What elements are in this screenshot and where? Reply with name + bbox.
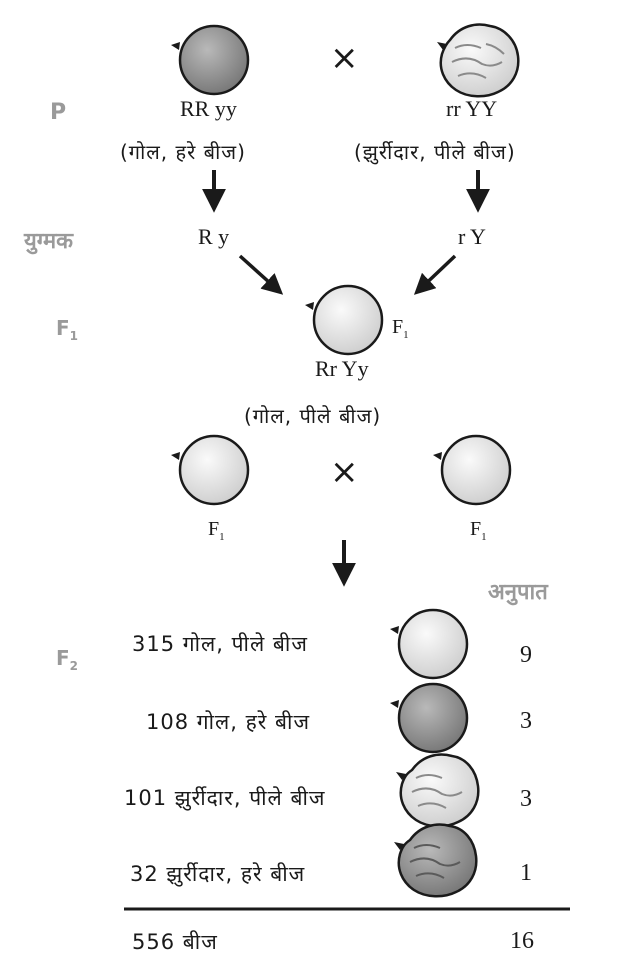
seed-round-yellow-f2	[390, 608, 469, 680]
arrow-gamete-right-diagonal	[413, 254, 457, 295]
f2-row-ratio: 9	[520, 642, 532, 668]
generation-label-p: P	[50, 100, 67, 125]
ratio-header: अनुपात	[488, 580, 548, 605]
f2-row-ratio: 3	[520, 786, 532, 812]
seed-round-green-f2	[390, 682, 469, 754]
f2-row-label: 108 गोल, हरे बीज	[146, 710, 311, 734]
seed-round-yellow-f1-right	[433, 434, 512, 506]
generation-label-f2: F2	[56, 646, 79, 673]
f2-row-ratio: 1	[520, 860, 532, 886]
f2-row-label: 315 गोल, पीले बीज	[132, 632, 308, 656]
arrow-gamete-left-diagonal	[238, 254, 284, 295]
f1-selfcross-right-label: F1	[470, 518, 487, 543]
seed-round-green-parent	[171, 24, 250, 96]
f1-phenotype: (गोल, पीले बीज)	[244, 404, 382, 428]
gamete-left: R y	[198, 224, 230, 249]
parent-left-genotype: RR yy	[180, 96, 237, 121]
f1-selfcross-left-label: F1	[208, 518, 225, 543]
parent-right-genotype: rr YY	[446, 96, 498, 121]
seed-wrinkled-yellow-f2	[396, 753, 480, 828]
generation-label-gametes: युग्मक	[24, 229, 73, 254]
total-ratio: 16	[510, 928, 534, 954]
seed-round-yellow-f1	[305, 284, 384, 356]
f2-row-label: 101 झुर्रीदार, पीले बीज	[124, 786, 326, 810]
f1-genotype: Rr Yy	[315, 356, 369, 381]
parent-right-phenotype: (झुर्रीदार, पीले बीज)	[354, 140, 516, 164]
total-seeds: 556 बीज	[132, 930, 218, 954]
seed-round-yellow-f1-left	[171, 434, 250, 506]
gamete-right: r Y	[458, 224, 486, 249]
generation-label-f1: F1	[56, 316, 79, 343]
f2-row-label: 32 झुर्रीदार, हरे बीज	[130, 862, 306, 886]
seed-wrinkled-green-f2	[394, 823, 478, 898]
seed-wrinkled-yellow-parent	[437, 23, 520, 98]
cross-symbol-f1: ×	[330, 452, 359, 492]
f2-row-ratio: 3	[520, 708, 532, 734]
cross-symbol-p: ×	[330, 38, 359, 78]
f1-side-label: F1	[392, 316, 409, 341]
parent-left-phenotype: (गोल, हरे बीज)	[120, 140, 246, 164]
